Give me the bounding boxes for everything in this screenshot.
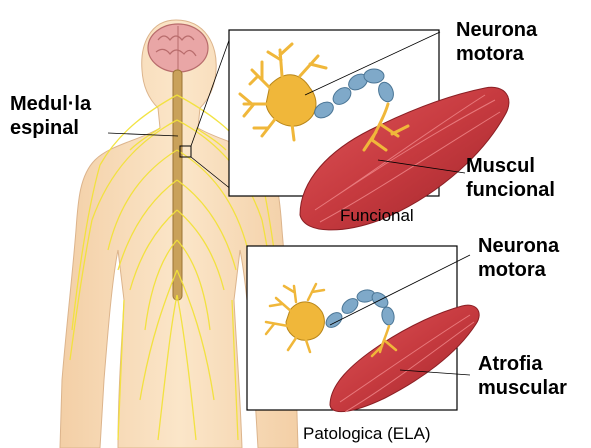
pathological-caption: Patologica (ELA) (303, 424, 431, 444)
spinal-cord-label-line2: espinal (10, 116, 91, 140)
muscle-atrophy-line1: Atrofia (478, 352, 567, 376)
motor-neuron-label-bottom: Neurona motora (478, 234, 559, 282)
spinal-cord-label-line1: Medul·la (10, 92, 91, 116)
motor-neuron-bottom-line2: motora (478, 258, 559, 282)
functional-caption: Funcional (340, 206, 414, 226)
motor-neuron-top-line1: Neurona (456, 18, 537, 42)
functional-muscle-line1: Muscul (466, 154, 555, 178)
functional-muscle-label: Muscul funcional (466, 154, 555, 202)
spinal-cord-label: Medul·la espinal (10, 92, 91, 140)
spinal-cord (173, 70, 182, 300)
motor-neuron-label-top: Neurona motora (456, 18, 537, 66)
functional-muscle-line2: funcional (466, 178, 555, 202)
muscle-atrophy-line2: muscular (478, 376, 567, 400)
brain (148, 24, 208, 72)
motor-neuron-top-line2: motora (456, 42, 537, 66)
muscle-atrophy-label: Atrofia muscular (478, 352, 567, 400)
motor-neuron-bottom-line1: Neurona (478, 234, 559, 258)
